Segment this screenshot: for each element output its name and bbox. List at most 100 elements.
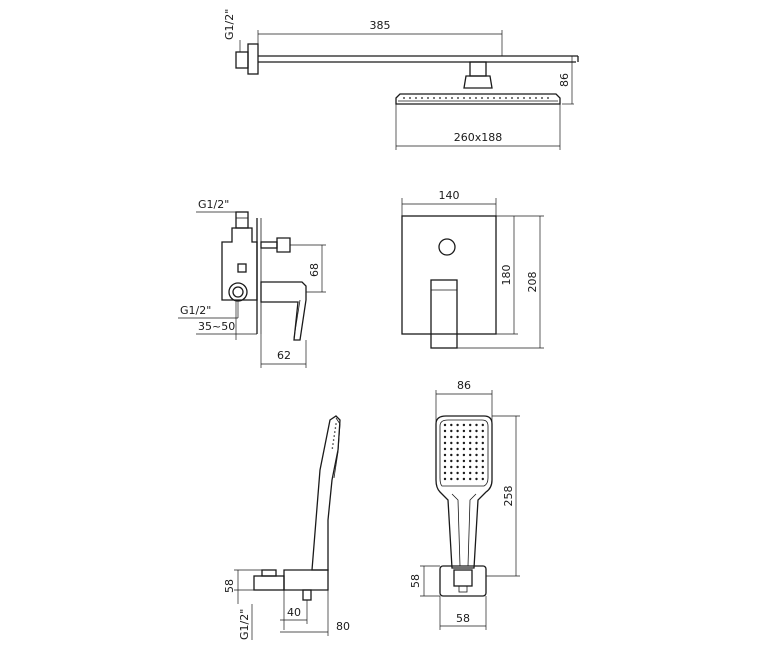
dim-label-g12-top: G1/2" bbox=[223, 9, 236, 40]
side-nozzle-dot bbox=[335, 423, 337, 425]
front-nozzle-dot bbox=[462, 477, 466, 481]
front-nozzle-dot bbox=[443, 477, 447, 481]
head-nozzle-dot bbox=[493, 97, 495, 99]
cover-plate-front-view: 140 180 208 bbox=[401, 189, 544, 349]
cover-plate bbox=[401, 215, 497, 335]
front-nozzle-dot bbox=[456, 471, 459, 475]
hand-shower-body-side bbox=[311, 415, 341, 571]
dim-label-valve-projection: 62 bbox=[277, 349, 291, 362]
front-nozzle-dot bbox=[462, 423, 466, 427]
head-nozzle-dot bbox=[541, 97, 543, 99]
head-nozzle-dot bbox=[451, 97, 453, 99]
dim-label-head-size: 260x188 bbox=[454, 131, 503, 144]
side-nozzle-dot bbox=[333, 435, 336, 437]
front-nozzle-dot bbox=[475, 429, 478, 433]
holder-base bbox=[283, 569, 329, 591]
front-nozzle-dot bbox=[456, 465, 459, 469]
front-nozzle-dot bbox=[443, 429, 447, 433]
valve-top-inlet bbox=[235, 211, 249, 229]
wall-flange bbox=[247, 43, 259, 75]
dim-label-holder-height-front: 58 bbox=[409, 574, 422, 588]
dim-label-valve-depth-range: 35~50 bbox=[198, 320, 235, 333]
front-nozzle-dot bbox=[481, 465, 484, 469]
front-nozzle-dot bbox=[481, 471, 484, 475]
hand-shower-front-nozzles bbox=[443, 423, 484, 481]
dim-label-holder-width: 58 bbox=[456, 612, 470, 625]
front-nozzle-dot bbox=[443, 447, 447, 451]
mixer-handle bbox=[260, 281, 307, 341]
head-nozzle-dot bbox=[505, 97, 507, 99]
hand-shower-front-view: 86 258 58 58 bbox=[409, 379, 520, 630]
front-nozzle-dot bbox=[469, 471, 472, 475]
head-nozzle-dot bbox=[511, 97, 513, 99]
dim-label-g12-valve-bottom: G1/2" bbox=[180, 304, 211, 317]
front-nozzle-dot bbox=[443, 435, 447, 439]
front-nozzle-dot bbox=[469, 441, 472, 445]
head-nozzle-dot bbox=[487, 97, 489, 99]
head-nozzle-dot bbox=[457, 97, 459, 99]
front-nozzle-dot bbox=[450, 435, 453, 439]
head-nozzle-dot bbox=[445, 97, 447, 99]
front-nozzle-dot bbox=[481, 441, 484, 445]
head-nozzle-dot bbox=[535, 97, 537, 99]
front-nozzle-dot bbox=[481, 429, 484, 433]
front-nozzle-dot bbox=[481, 459, 484, 463]
front-nozzle-dot bbox=[462, 429, 466, 433]
dim-label-head-height: 86 bbox=[558, 73, 571, 87]
front-nozzle-dot bbox=[469, 423, 472, 427]
head-nozzle-dot bbox=[523, 97, 525, 99]
front-nozzle-dot bbox=[475, 465, 478, 469]
front-nozzle-dot bbox=[481, 423, 484, 427]
front-nozzle-dot bbox=[456, 447, 459, 451]
front-nozzle-dot bbox=[475, 459, 478, 463]
front-nozzle-dot bbox=[475, 423, 478, 427]
front-nozzle-dot bbox=[456, 429, 459, 433]
head-nut bbox=[469, 61, 487, 77]
front-nozzle-dot bbox=[450, 459, 453, 463]
holder-plate-front bbox=[439, 565, 487, 597]
dim-label-plate-width: 140 bbox=[439, 189, 460, 202]
head-nozzle-dot bbox=[433, 97, 435, 99]
head-nozzle-dot bbox=[529, 97, 531, 99]
head-nozzle-dot bbox=[475, 97, 477, 99]
front-nozzle-dot bbox=[456, 453, 459, 457]
wall-outlet-block bbox=[253, 575, 285, 591]
head-nozzle-dot bbox=[469, 97, 471, 99]
front-nozzle-dot bbox=[456, 435, 459, 439]
dim-label-holder-height-side: 58 bbox=[223, 579, 236, 593]
valve-side-view: G1/2" 68 G1/2" 35~50 62 bbox=[178, 198, 326, 368]
front-nozzle-dot bbox=[450, 477, 453, 481]
front-nozzle-dot bbox=[481, 447, 484, 451]
hand-shower-side-view: 58 G1/2" 40 80 bbox=[223, 415, 350, 640]
hand-shower-handle-inner bbox=[451, 493, 477, 567]
front-nozzle-dot bbox=[475, 447, 478, 451]
head-nozzle-dot bbox=[403, 97, 405, 99]
front-nozzle-dot bbox=[450, 453, 453, 457]
dim-label-hand-width: 86 bbox=[457, 379, 471, 392]
head-nozzle-dot bbox=[517, 97, 519, 99]
dim-label-holder-offset: 40 bbox=[287, 606, 301, 619]
dim-label-plate-height-inner: 180 bbox=[500, 265, 513, 286]
front-nozzle-dot bbox=[450, 471, 453, 475]
front-nozzle-dot bbox=[462, 459, 466, 463]
head-nozzle-dot bbox=[499, 97, 501, 99]
front-nozzle-dot bbox=[475, 453, 478, 457]
front-nozzle-dot bbox=[462, 453, 466, 457]
valve-bottom-inlet-inner bbox=[232, 286, 244, 298]
front-nozzle-dot bbox=[481, 435, 484, 439]
mixer-handle-edge bbox=[293, 299, 301, 339]
dim-label-g12-holder: G1/2" bbox=[238, 609, 251, 640]
front-nozzle-dot bbox=[475, 441, 478, 445]
front-nozzle-dot bbox=[469, 435, 472, 439]
front-nozzle-dot bbox=[462, 471, 466, 475]
head-ball-joint bbox=[463, 75, 493, 89]
dim-label-plate-height: 208 bbox=[526, 272, 539, 293]
front-nozzle-dot bbox=[443, 453, 447, 457]
front-nozzle-dot bbox=[450, 447, 453, 451]
shower-head-profile bbox=[395, 93, 561, 105]
dim-label-valve-outlet-height: 68 bbox=[308, 263, 321, 277]
front-nozzle-dot bbox=[469, 477, 472, 481]
front-nozzle-dot bbox=[456, 477, 459, 481]
front-nozzle-dot bbox=[443, 471, 447, 475]
